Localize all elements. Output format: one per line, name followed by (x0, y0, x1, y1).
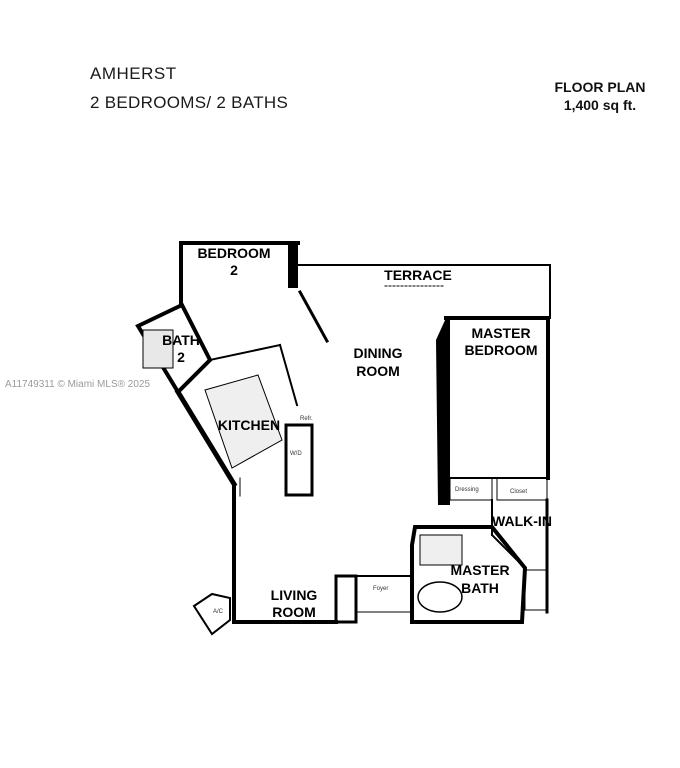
label-master-bath-line2: BATH (461, 580, 499, 596)
label-bedroom2-line1: BEDROOM (197, 245, 270, 261)
walls (135, 241, 551, 636)
dressing-area (449, 477, 493, 501)
wall-bedroom2-column (288, 243, 298, 288)
label-dining-line1: DINING (354, 345, 403, 361)
label-walk-in: WALK-IN (492, 513, 552, 529)
coat-closet (334, 574, 358, 624)
label-terrace: TERRACE (384, 267, 452, 283)
label-foyer: Foyer (373, 586, 388, 592)
label-bedroom2-line2: 2 (230, 262, 238, 278)
label-closet: Closet (510, 489, 527, 495)
label-dressing: Dressing (455, 487, 479, 493)
wall-kitchen-top (208, 343, 282, 362)
wall-master-left (436, 318, 450, 505)
label-ac: A/C (213, 609, 224, 615)
plan-title: AMHERST (90, 64, 177, 83)
label-living-line1: LIVING (271, 587, 318, 603)
wall-kitchen-outer (174, 388, 238, 488)
kitchen-counter (204, 374, 283, 469)
label-living-line2: ROOM (272, 604, 316, 620)
label-bath2-line2: 2 (177, 349, 185, 365)
watermark-text: A11749311 © Miami MLS® 2025 (5, 379, 150, 390)
master-bath-tub (417, 581, 463, 613)
kitchen-pantry (284, 423, 314, 497)
wall-master-bath (410, 525, 528, 624)
label-bath2-line1: BATH (162, 332, 200, 348)
label-master-bedroom-line2: BEDROOM (464, 342, 537, 358)
label-kitchen: KITCHEN (218, 417, 280, 433)
floor-plan-heading: FLOOR PLAN (554, 79, 646, 95)
master-bath-vanity (419, 534, 463, 566)
ac-closet (192, 592, 231, 636)
floor-plan-label: FLOOR PLAN 1,400 sq ft. (540, 78, 660, 114)
wall-kitchen-right (278, 343, 299, 407)
label-washer-dryer: W/D (290, 451, 302, 457)
bath2-tub (142, 329, 174, 369)
master-closet (496, 477, 548, 501)
plan-subtitle: 2 BEDROOMS/ 2 BATHS (90, 93, 289, 112)
master-bath-shower (524, 569, 548, 611)
glass-door-bedroom2 (297, 289, 330, 344)
label-master-bath-line1: MASTER (450, 562, 509, 578)
label-dining-line2: ROOM (356, 363, 400, 379)
label-refrigerator: Refr. (300, 416, 313, 422)
label-master-bedroom-line1: MASTER (471, 325, 530, 341)
floor-plan-area: 1,400 sq ft. (563, 97, 637, 113)
